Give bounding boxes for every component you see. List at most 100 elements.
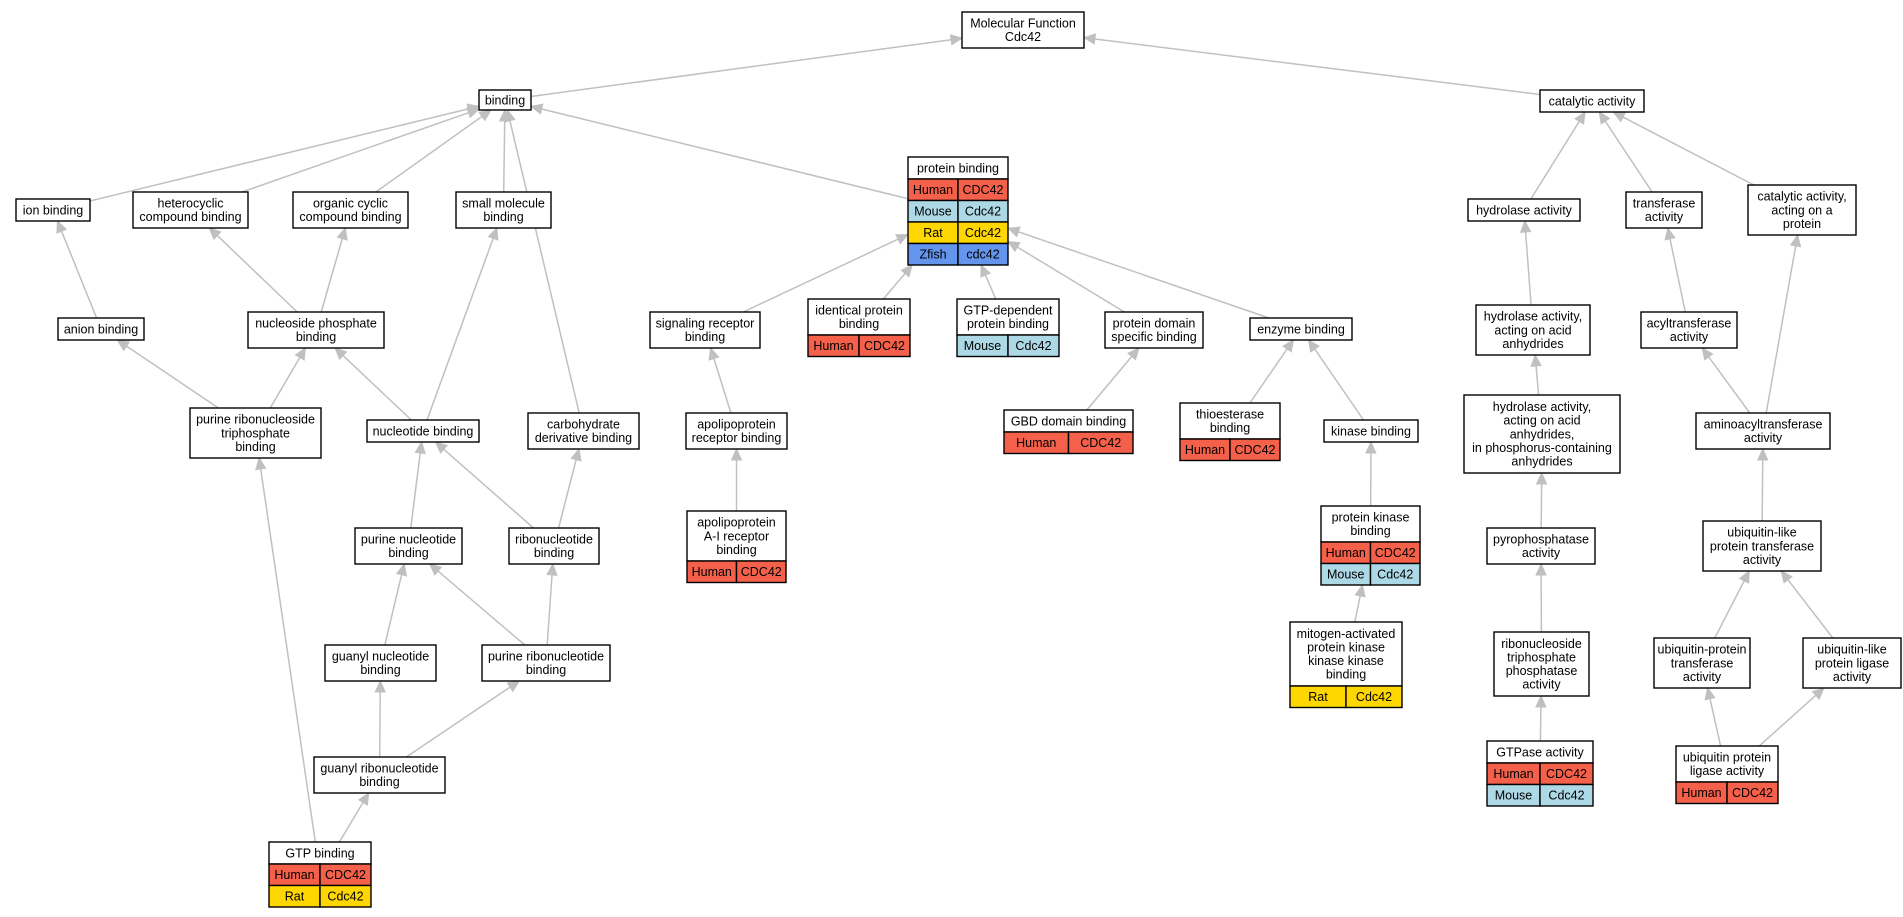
node-label-line: apolipoprotein bbox=[697, 516, 776, 530]
edge-arrowhead bbox=[478, 109, 492, 122]
node-label-line: compound binding bbox=[299, 210, 401, 224]
node-label-line: hydrolase activity, bbox=[1493, 400, 1591, 414]
node-label-line: pyrophosphatase bbox=[1493, 532, 1589, 546]
edge-arrowhead bbox=[1701, 347, 1714, 361]
node-label-line: guanyl nucleotide bbox=[332, 649, 429, 663]
edge-line bbox=[375, 115, 483, 193]
edge-gbd-to-protein-domain bbox=[1086, 347, 1140, 411]
node-label-line: apolipoprotein bbox=[697, 417, 776, 431]
node-ion-binding[interactable]: ion binding bbox=[15, 198, 91, 222]
node-box bbox=[478, 89, 532, 111]
node-binding[interactable]: binding bbox=[478, 89, 532, 111]
gene-label: CDC42 bbox=[1080, 436, 1121, 450]
node-label-line: transferase bbox=[1671, 656, 1734, 670]
node-hydrolase-acid[interactable]: hydrolase activity,acting on acidanhydri… bbox=[1475, 304, 1591, 356]
node-box bbox=[1486, 527, 1596, 565]
edge-arrowhead bbox=[428, 563, 443, 576]
node-label-line: hydrolase activity, bbox=[1484, 310, 1582, 324]
edge-line bbox=[713, 358, 732, 414]
node-label-line: binding bbox=[235, 440, 275, 454]
node-enzyme[interactable]: enzyme binding bbox=[1249, 317, 1353, 341]
node-label-line: ubiquitin-protein bbox=[1658, 643, 1747, 657]
edge-hydrolase-to-catalytic bbox=[1530, 110, 1586, 200]
node-label-line: binding bbox=[483, 210, 523, 224]
node-label-line: binding bbox=[1350, 524, 1390, 538]
edge-transferase-to-catalytic bbox=[1598, 110, 1653, 193]
node-box bbox=[1695, 412, 1831, 450]
gene-cell bbox=[1726, 781, 1779, 805]
edge-arrowhead bbox=[1756, 447, 1769, 461]
node-rnt-tp-phosphatase[interactable]: ribonucleosidetriphosphatephosphataseact… bbox=[1493, 631, 1590, 697]
node-hydrolase-phos[interactable]: hydrolase activity,acting on acidanhydri… bbox=[1463, 394, 1621, 474]
edge-arrowhead bbox=[1530, 353, 1542, 367]
node-label-line: acting on acid bbox=[1503, 414, 1580, 428]
edge-apolipo-receptor-to-signaling-receptor bbox=[708, 346, 732, 414]
node-label-line: nucleotide binding bbox=[373, 424, 474, 438]
edge-arrowhead bbox=[414, 440, 426, 455]
edge-line bbox=[1622, 116, 1755, 186]
node-nucleotide[interactable]: nucleotide binding bbox=[366, 419, 480, 443]
node-label-line: aminoacyltransferase bbox=[1704, 417, 1823, 431]
node-anion[interactable]: anion binding bbox=[57, 317, 145, 341]
node-box bbox=[1675, 745, 1779, 783]
species-label: Mouse bbox=[1327, 568, 1365, 582]
edge-gtp-binding-to-guanyl-rnt bbox=[338, 791, 370, 843]
edge-line bbox=[1094, 38, 1541, 96]
node-label-line: protein transferase bbox=[1710, 539, 1814, 553]
edge-purine-rnt-tp-to-nucleoside-phosphate bbox=[269, 346, 307, 409]
edge-arrowhead bbox=[895, 233, 910, 245]
node-label-line: kinase kinase bbox=[1308, 654, 1384, 668]
node-label-line: anhydrides bbox=[1502, 337, 1563, 351]
node-box bbox=[686, 510, 787, 562]
node-box bbox=[1475, 304, 1591, 356]
edge-binding-to-mf bbox=[530, 34, 964, 98]
node-box bbox=[481, 644, 611, 682]
edge-gtpase-to-rnt-tp-phosphatase bbox=[1535, 694, 1547, 742]
node-kinase[interactable]: kinase binding bbox=[1323, 419, 1419, 443]
edge-line bbox=[509, 120, 580, 414]
edge-guanyl-rnt-to-guanyl-nt bbox=[374, 679, 386, 758]
node-catalytic[interactable]: catalytic activity bbox=[1539, 89, 1645, 113]
edge-nucleotide-to-small-molecule bbox=[426, 226, 499, 421]
edge-line bbox=[1758, 694, 1817, 747]
node-hydrolase[interactable]: hydrolase activity bbox=[1467, 198, 1581, 222]
node-label-line: organic cyclic bbox=[313, 196, 388, 210]
node-label-line: enzyme binding bbox=[1257, 322, 1345, 336]
node-box bbox=[649, 311, 761, 349]
